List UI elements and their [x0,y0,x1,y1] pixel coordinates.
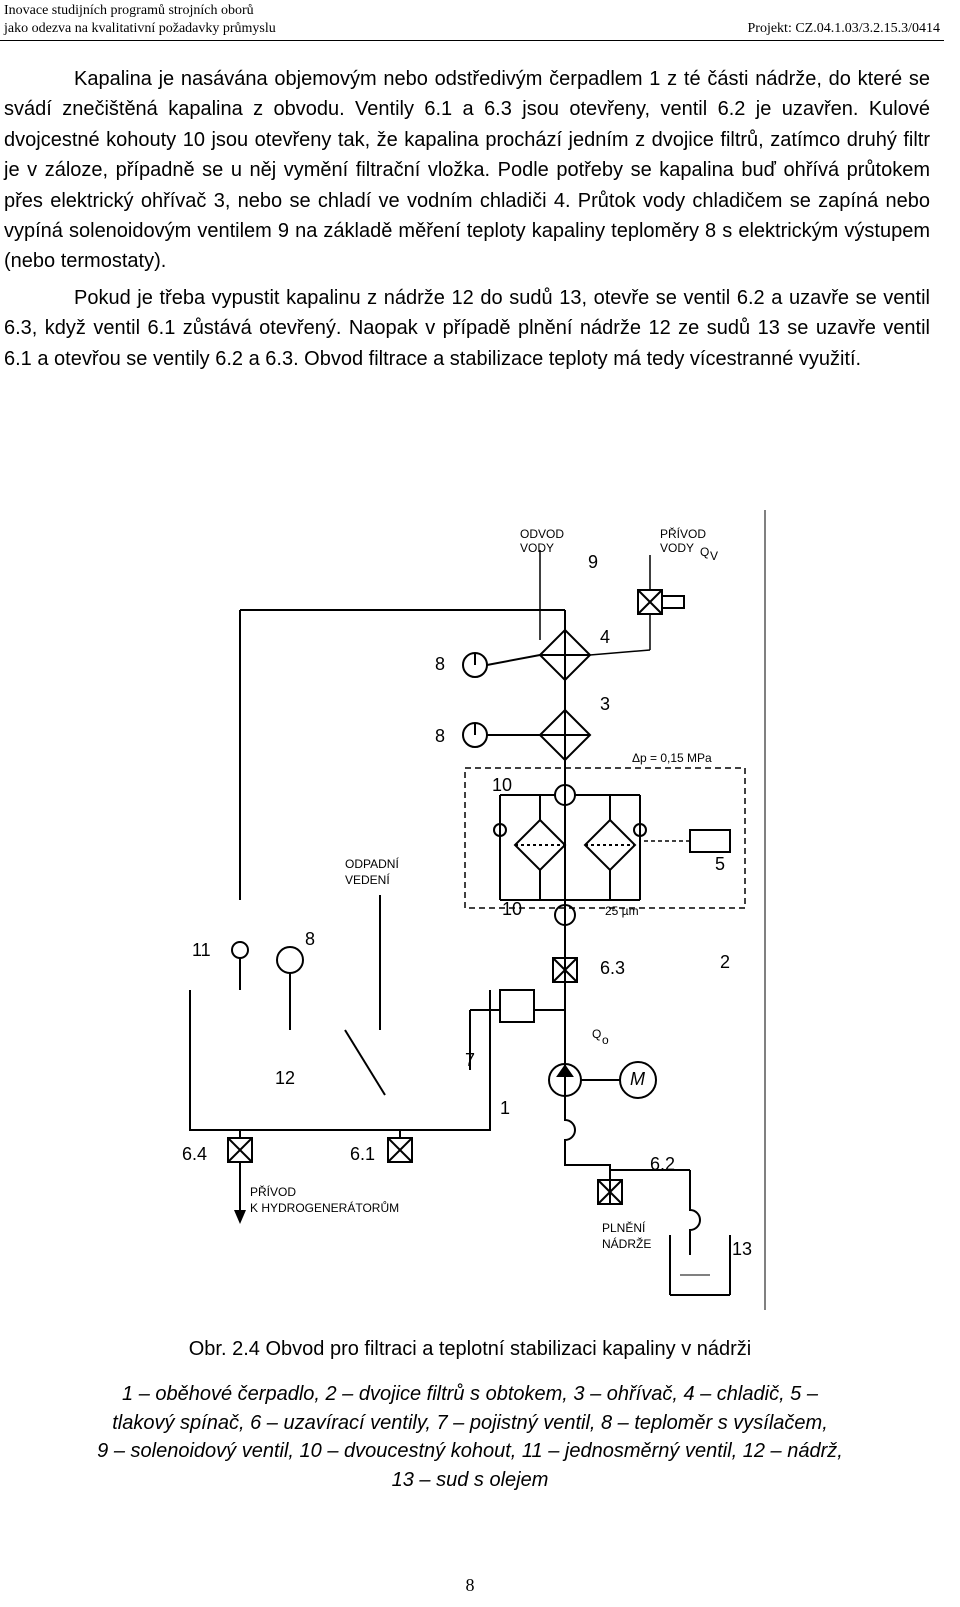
figure-caption: Obr. 2.4 Obvod pro filtraci a teplotní s… [188,1338,752,1360]
label-4: 4 [600,627,610,647]
header-line-2: jako odezva na kvalitativní požadavky pr… [4,21,276,36]
label-25um: 25 µm [605,904,639,918]
label-1: 1 [500,1098,510,1118]
label-9: 9 [588,552,598,572]
label-10b: 10 [502,899,522,919]
label-privod-hg-1: PŘÍVOD [250,1184,296,1199]
label-12: 12 [275,1068,295,1088]
label-privod-2: VODY [660,541,694,555]
label-qv-sub: V [710,549,718,563]
label-privod-1: PŘÍVOD [660,526,706,541]
label-5: 5 [715,854,725,874]
page-header: Inovace studijních programů strojních ob… [0,0,944,41]
label-3: 3 [600,694,610,714]
header-line-1: Inovace studijních programů strojních ob… [4,3,254,18]
paragraph-1: Kapalina je nasávána objemovým nebo odst… [4,68,930,273]
label-plneni-1: PLNĚNÍ [602,1220,646,1235]
label-qo: Q [592,1027,601,1041]
label-10a: 10 [492,775,512,795]
legend-line-3: 9 – solenoidový ventil, 10 – dvoucestný … [97,1440,843,1462]
hydraulic-circuit-diagram: ODVOD VODY PŘÍVOD VODY Q V 9 4 8 3 8 Δp … [182,510,766,1310]
label-odvod-2: VODY [520,541,554,555]
page-number: 8 [465,1575,475,1595]
label-6-1: 6.1 [350,1144,375,1164]
label-privod-hg-2: K HYDROGENERÁTORŮM [250,1200,399,1215]
body-text: Kapalina je nasávána objemovým nebo odst… [4,64,930,374]
label-13: 13 [732,1239,752,1259]
label-odpadni-2: VEDENÍ [345,872,390,887]
label-11: 11 [192,940,211,960]
label-qv: Q [700,545,709,559]
label-odvod-1: ODVOD [520,527,564,541]
label-8a: 8 [435,654,445,674]
label-6-3: 6.3 [600,958,625,978]
paragraph-2: Pokud je třeba vypustit kapalinu z nádrž… [4,286,930,370]
label-8b: 8 [435,726,445,746]
label-7: 7 [465,1050,475,1070]
label-odpadni-1: ODPADNÍ [345,856,399,871]
label-motor: M [630,1069,645,1089]
header-project: Projekt: CZ.04.1.03/3.2.15.3/0414 [747,21,941,36]
label-6-2: 6.2 [650,1154,675,1174]
label-dp: Δp = 0,15 MPa [632,751,712,765]
legend-line-4: 13 – sud s olejem [391,1468,549,1491]
legend-line-2: tlakový spínač, 6 – uzavírací ventily, 7… [112,1411,828,1434]
label-qo-sub: o [602,1033,609,1047]
label-plneni-2: NÁDRŽE [602,1236,651,1251]
label-6-4: 6.4 [182,1144,207,1164]
legend-line-1: 1 – oběhové čerpadlo, 2 – dvojice filtrů… [122,1383,818,1405]
label-8c: 8 [305,929,315,949]
figure-legend: 1 – oběhové čerpadlo, 2 – dvojice filtrů… [0,1380,940,1494]
label-2: 2 [720,952,730,972]
